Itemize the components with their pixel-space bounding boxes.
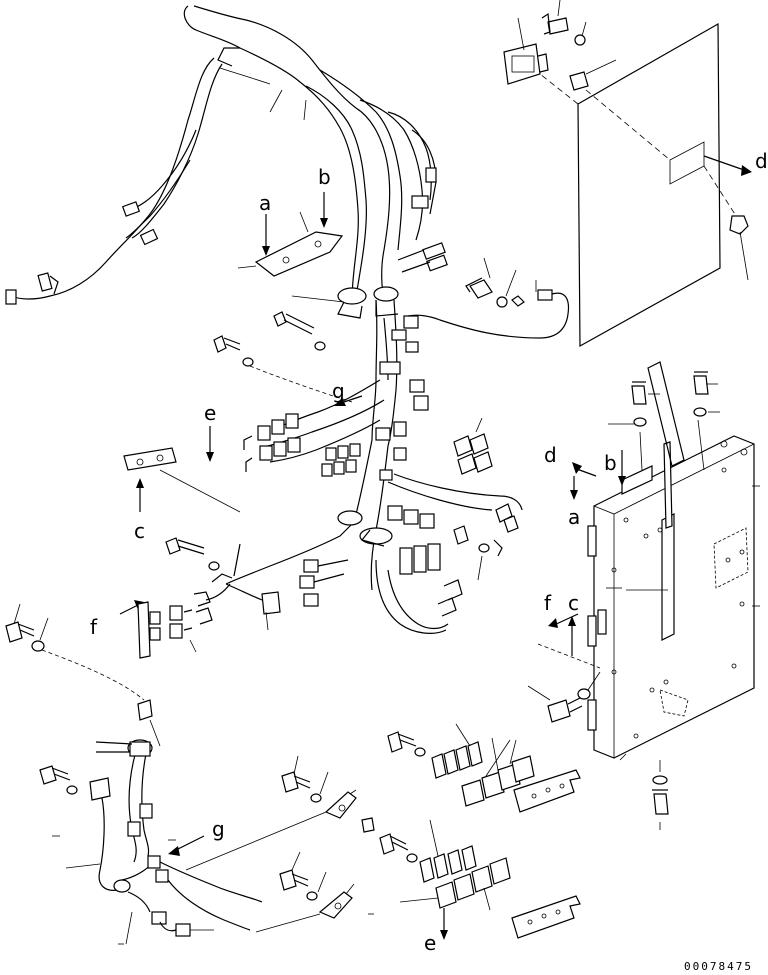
relay-bracket-f: [137, 591, 213, 659]
callout-letters: a b g e c f d d b a f c g e: [90, 149, 768, 955]
callout-d-panel: d: [755, 149, 768, 173]
drawing-number: 00078475: [684, 960, 753, 973]
relay-group-upper: [387, 723, 581, 813]
callout-arrows: [119, 395, 363, 615]
electrical-box: [527, 361, 760, 830]
upper-harness: [5, 5, 448, 447]
callout-e-mid: e: [204, 401, 216, 425]
callout-d-box: d: [544, 443, 557, 467]
callout-b-box: b: [604, 451, 617, 475]
relay-group-lower: [379, 819, 581, 940]
callout-c-left: c: [134, 519, 145, 543]
callout-f-box: f: [544, 591, 552, 615]
callout-g-mid: g: [332, 379, 345, 403]
callout-b-top: b: [318, 165, 331, 189]
fasteners-middle: [165, 311, 503, 581]
lower-middle-parts: [185, 755, 375, 933]
ground-lead: [269, 89, 570, 339]
lower-left-harness: [5, 603, 263, 945]
callout-f-left: f: [90, 615, 98, 639]
callout-g-low: g: [212, 817, 225, 841]
bracket-ab: [237, 192, 345, 303]
cover-panel: [503, 0, 752, 348]
callout-a-box: a: [568, 505, 580, 529]
middle-harness: [205, 379, 523, 634]
callout-a-top: a: [259, 191, 271, 215]
callout-e-low: e: [424, 931, 436, 955]
callout-c-box: c: [568, 591, 579, 615]
